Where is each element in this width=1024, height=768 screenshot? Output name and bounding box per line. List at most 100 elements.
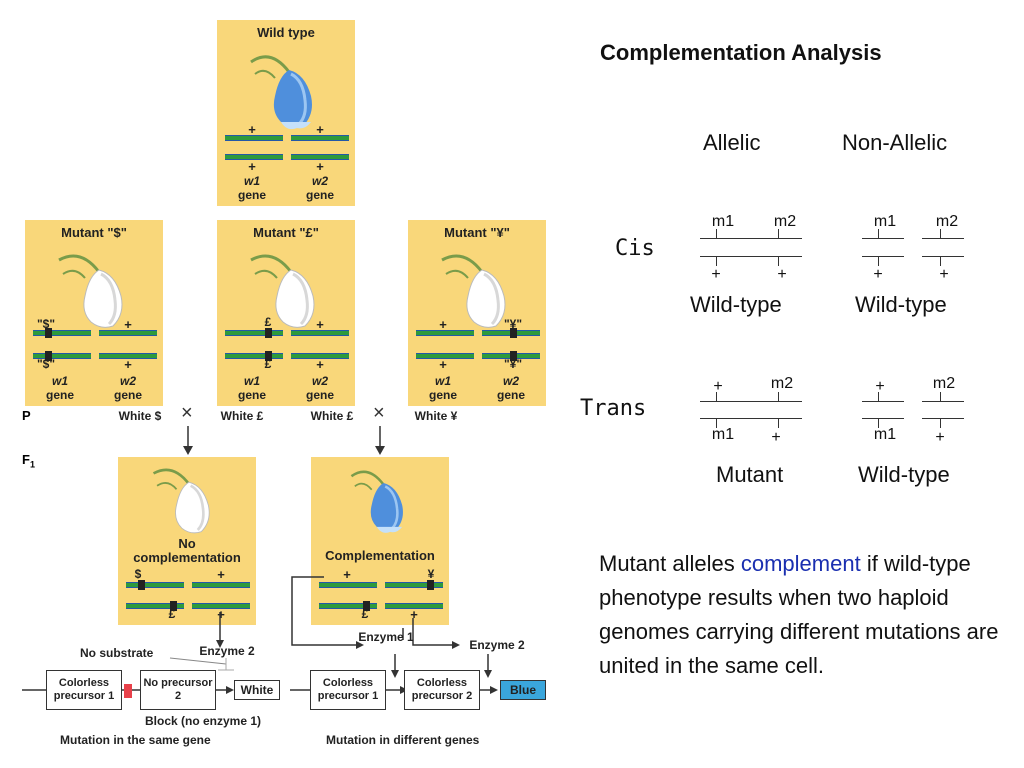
yen-w1-bottom: + (439, 357, 447, 372)
no-complementation-box: No complementation $ + £ + (118, 457, 256, 625)
no-complementation-title: No complementation (133, 536, 241, 565)
wt-allele-w2-bottom: + (316, 159, 324, 174)
white-flower-icon (250, 254, 315, 328)
nc-allele-pound: £ (168, 607, 176, 621)
cis-nonallelic-bottom-line-b (922, 256, 964, 257)
pound-chromosome-w2-top (291, 330, 349, 336)
cis-nonallelic-bottom-line-a (862, 256, 904, 257)
cis-allelic-plus2: + (777, 266, 787, 283)
trans-allelic-tick-b1 (716, 418, 717, 428)
right-colorless-precursor2: Colorless precursor 2 (404, 670, 480, 710)
pound-allele-top: £ (264, 315, 272, 329)
analysis-title: Complementation Analysis (600, 40, 882, 65)
down-arrow-icon (183, 426, 193, 455)
cis-allelic-top-line (700, 238, 802, 239)
pound-allele-bottom: £ (264, 357, 272, 371)
definition-part1: Mutant alleles (599, 551, 735, 576)
c-plus-bottom: + (410, 607, 418, 622)
dollar-allele-bottom: "$" (36, 357, 56, 371)
white-flower-icon (58, 254, 123, 328)
left-no-precursor2: No precursor 2 (140, 670, 216, 710)
definition-paragraph: Mutant alleles complement if wild-type p… (599, 547, 999, 683)
wt-chromosome-w2-top (291, 135, 349, 141)
right-pathway-lines (290, 576, 498, 694)
cis-allelic-bottom-line (700, 256, 802, 257)
trans-allelic-plus-bottom: + (771, 429, 781, 446)
nonallelic-column-header: Non-Allelic (842, 130, 948, 155)
mutant-yen-title: Mutant "¥" (444, 225, 510, 240)
cis-nonallelic-plus1: + (873, 266, 883, 283)
cis-allelic-result: Wild-type (690, 292, 782, 317)
wt-chromosome-w1-bottom (225, 154, 283, 160)
cis-nonallelic-m2: m2 (935, 213, 959, 230)
yen-chromosome-w2-top (482, 328, 540, 338)
nc-chromosome-w1-top (126, 580, 184, 590)
trans-allelic-plus-top: + (713, 378, 723, 395)
pound-w2-top: + (316, 317, 324, 332)
block-no-enzyme1-label: Block (no enzyme 1) (145, 714, 262, 728)
cis-nonallelic-tick-m1 (878, 229, 879, 239)
pound-chromosome-w2-bottom (291, 353, 349, 359)
nc-chromosome-w1-bottom (126, 601, 184, 611)
cis-allelic-tick-m1 (716, 229, 717, 239)
right-colorless-precursor1: Colorless precursor 1 (310, 670, 386, 710)
cis-row-label: Cis (615, 236, 655, 261)
wt-chromosome-w2-bottom (291, 154, 349, 160)
trans-allelic-tick-t1 (716, 392, 717, 402)
pound-chromosome-w1-bottom (225, 351, 283, 361)
complementation-title: Complementation (325, 548, 435, 563)
left-white-result: White (234, 680, 280, 700)
yen-chromosome-w1-bottom (416, 353, 474, 359)
yen-w1-top: + (439, 317, 447, 332)
trans-nonallelic-plus-top: + (875, 378, 885, 395)
dollar-chromosome-w1-bottom (33, 351, 91, 361)
cross-white-yen: White ¥ (414, 409, 458, 423)
mutant-dollar-title: Mutant "$" (61, 225, 127, 240)
cis-nonallelic-tick-p2 (940, 256, 941, 266)
mutant-pound-title: Mutant "£" (253, 225, 319, 240)
nc-chromosome-w2-top (192, 582, 250, 588)
trans-nonallelic-m1: m1 (873, 426, 897, 443)
nc-plus-top: + (217, 567, 225, 582)
left-colorless-precursor1: Colorless precursor 1 (46, 670, 122, 710)
dollar-chromosome-w2-top (99, 330, 157, 336)
yen-allele-top: "¥" (503, 317, 523, 331)
wt-allele-w1-top: + (248, 122, 256, 137)
f1-generation-label: F1 (22, 452, 35, 470)
yen-chromosome-w2-bottom (482, 351, 540, 361)
dollar-w2-top: + (124, 317, 132, 332)
c-plus-top: + (343, 567, 351, 582)
wt-allele-w2-top: + (316, 122, 324, 137)
cis-allelic-m2: m2 (773, 213, 797, 230)
trans-allelic-m1: m1 (711, 426, 735, 443)
cis-allelic-plus1: + (711, 266, 721, 283)
trans-nonallelic-tick-t2 (940, 392, 941, 402)
cis-nonallelic-result: Wild-type (855, 292, 947, 317)
trans-nonallelic-tick-b2 (940, 418, 941, 428)
nc-chromosome-w2-bottom (192, 603, 250, 609)
yen-allele-bottom: "¥" (503, 357, 523, 371)
dollar-chromosome-w1-top (33, 328, 91, 338)
cross-white-pound-left: White £ (220, 409, 264, 423)
c-chromosome-w2-top (385, 580, 443, 590)
c-chromosome-w1-top (319, 582, 377, 588)
wt-chromosome-w1-top (225, 135, 283, 141)
left-pathway-lines (22, 612, 234, 698)
trans-allelic-top-line (700, 401, 802, 402)
cis-nonallelic-tick-m2 (940, 229, 941, 239)
dollar-w2-bottom: + (124, 357, 132, 372)
blue-flower-icon (350, 470, 403, 533)
allelic-column-header: Allelic (703, 130, 761, 155)
right-blue-result: Blue (500, 680, 546, 700)
definition-highlight: complement (740, 551, 861, 576)
pound-chromosome-w1-top (225, 328, 283, 338)
